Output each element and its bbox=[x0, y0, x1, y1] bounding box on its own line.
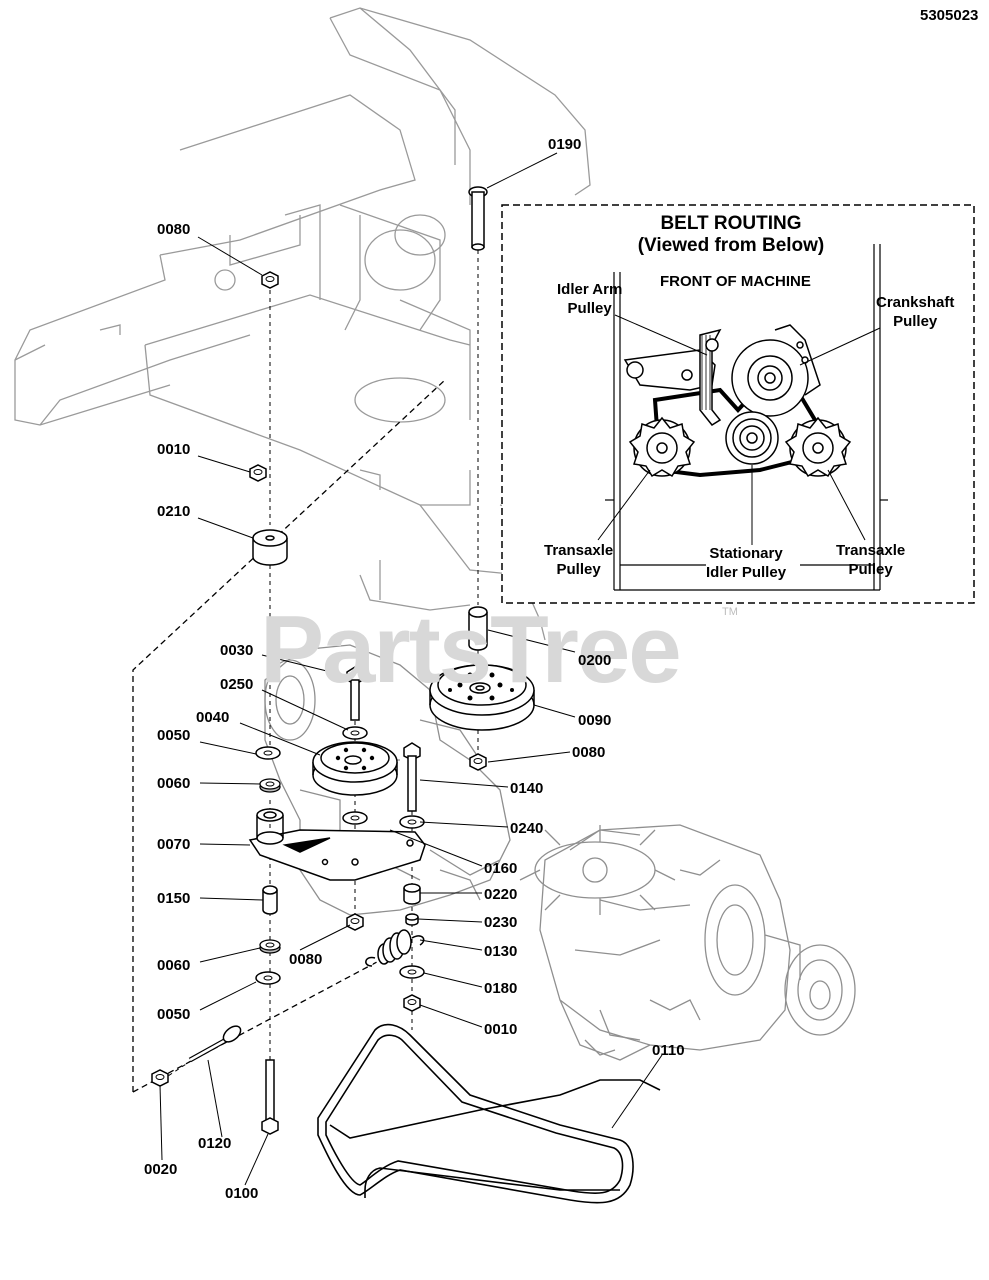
callout-0080-top: 0080 bbox=[157, 221, 191, 238]
callout-0150: 0150 bbox=[157, 890, 191, 907]
inset-title: BELT ROUTING (Viewed from Below) bbox=[600, 213, 862, 257]
inset-front-label: FRONT OF MACHINE bbox=[660, 273, 811, 290]
bolt-0190 bbox=[468, 186, 488, 251]
pulley-0040 bbox=[312, 741, 398, 796]
callout-0080-left: 0080 bbox=[289, 951, 323, 968]
callout-0130: 0130 bbox=[484, 943, 518, 960]
diagram-id: 5305023 bbox=[920, 7, 979, 24]
callout-0010-bottom: 0010 bbox=[484, 1021, 518, 1038]
callout-0220: 0220 bbox=[484, 886, 518, 903]
callout-0050-bottom: 0050 bbox=[157, 1006, 191, 1023]
washer-0180 bbox=[399, 965, 425, 979]
watermark-trademark: TM bbox=[722, 606, 738, 618]
bolt-0030 bbox=[346, 666, 364, 721]
inset-title-line2: (Viewed from Below) bbox=[637, 234, 825, 256]
nut-0080-right bbox=[469, 753, 487, 771]
label-crankshaft-pulley: Crankshaft Pulley bbox=[876, 294, 955, 330]
callout-0030: 0030 bbox=[220, 642, 254, 659]
spring-0130 bbox=[365, 929, 425, 967]
spacer-0200 bbox=[468, 606, 488, 651]
callout-0190: 0190 bbox=[548, 136, 582, 153]
callout-0200: 0200 bbox=[578, 652, 612, 669]
callout-0160: 0160 bbox=[484, 860, 518, 877]
callout-0210: 0210 bbox=[157, 503, 191, 520]
pulley-0090 bbox=[429, 664, 535, 731]
nut-0010-top bbox=[249, 464, 267, 482]
washer-0050-bottom bbox=[255, 971, 281, 985]
washer-0240a bbox=[342, 811, 368, 825]
inset-title-line1: BELT ROUTING bbox=[660, 213, 802, 234]
callout-0070: 0070 bbox=[157, 836, 191, 853]
callout-0090: 0090 bbox=[578, 712, 612, 729]
transaxle-right bbox=[519, 824, 856, 1061]
bearing-0060-bottom bbox=[259, 939, 281, 954]
callout-0010-top: 0010 bbox=[157, 441, 191, 458]
callout-0060-bottom: 0060 bbox=[157, 957, 191, 974]
callout-0240: 0240 bbox=[510, 820, 544, 837]
callout-0060-top: 0060 bbox=[157, 775, 191, 792]
callout-0120: 0120 bbox=[198, 1135, 232, 1152]
bolt-0100 bbox=[261, 1059, 279, 1135]
callout-0180: 0180 bbox=[484, 980, 518, 997]
callout-0250: 0250 bbox=[220, 676, 254, 693]
callout-0080-right: 0080 bbox=[572, 744, 606, 761]
leader-lines bbox=[159, 152, 663, 1186]
callout-0110: 0110 bbox=[652, 1042, 685, 1059]
callout-0140: 0140 bbox=[510, 780, 544, 797]
spacer-0230 bbox=[405, 913, 419, 926]
callout-0230: 0230 bbox=[484, 914, 518, 931]
spacer-0150 bbox=[262, 885, 278, 915]
callout-0050-top: 0050 bbox=[157, 727, 191, 744]
belt-0110 bbox=[317, 1023, 661, 1204]
label-stationary-idler-pulley: Stationary Idler Pulley bbox=[706, 545, 787, 581]
belt-routing-inset bbox=[501, 204, 975, 604]
spacer-0220 bbox=[403, 883, 421, 905]
label-idler-arm-pulley: Idler Arm Pulley bbox=[557, 281, 623, 317]
label-transaxle-pulley-right: Transaxle Pulley bbox=[836, 542, 906, 578]
inset-transaxle-left bbox=[628, 416, 696, 478]
spacer-0210 bbox=[252, 529, 288, 566]
watermark: PartsTree bbox=[260, 596, 682, 703]
nut-0020 bbox=[151, 1069, 169, 1087]
eyebolt-0120 bbox=[188, 1025, 242, 1063]
nut-0010-bottom bbox=[403, 994, 421, 1012]
callout-0100: 0100 bbox=[225, 1185, 259, 1202]
label-transaxle-pulley-left: Transaxle Pulley bbox=[544, 542, 614, 578]
idler-arm-0070 bbox=[248, 808, 426, 881]
nut-0080-top bbox=[261, 271, 279, 289]
washer-0050-top bbox=[255, 746, 281, 760]
bolt-0140 bbox=[403, 742, 421, 812]
nut-0080-left bbox=[346, 913, 364, 931]
callout-0020: 0020 bbox=[144, 1161, 178, 1178]
cover-outline bbox=[132, 379, 446, 1093]
bearing-0060-top bbox=[259, 778, 281, 793]
inset-transaxle-right bbox=[784, 416, 852, 478]
callout-0040: 0040 bbox=[196, 709, 230, 726]
mower-frame bbox=[14, 7, 591, 641]
